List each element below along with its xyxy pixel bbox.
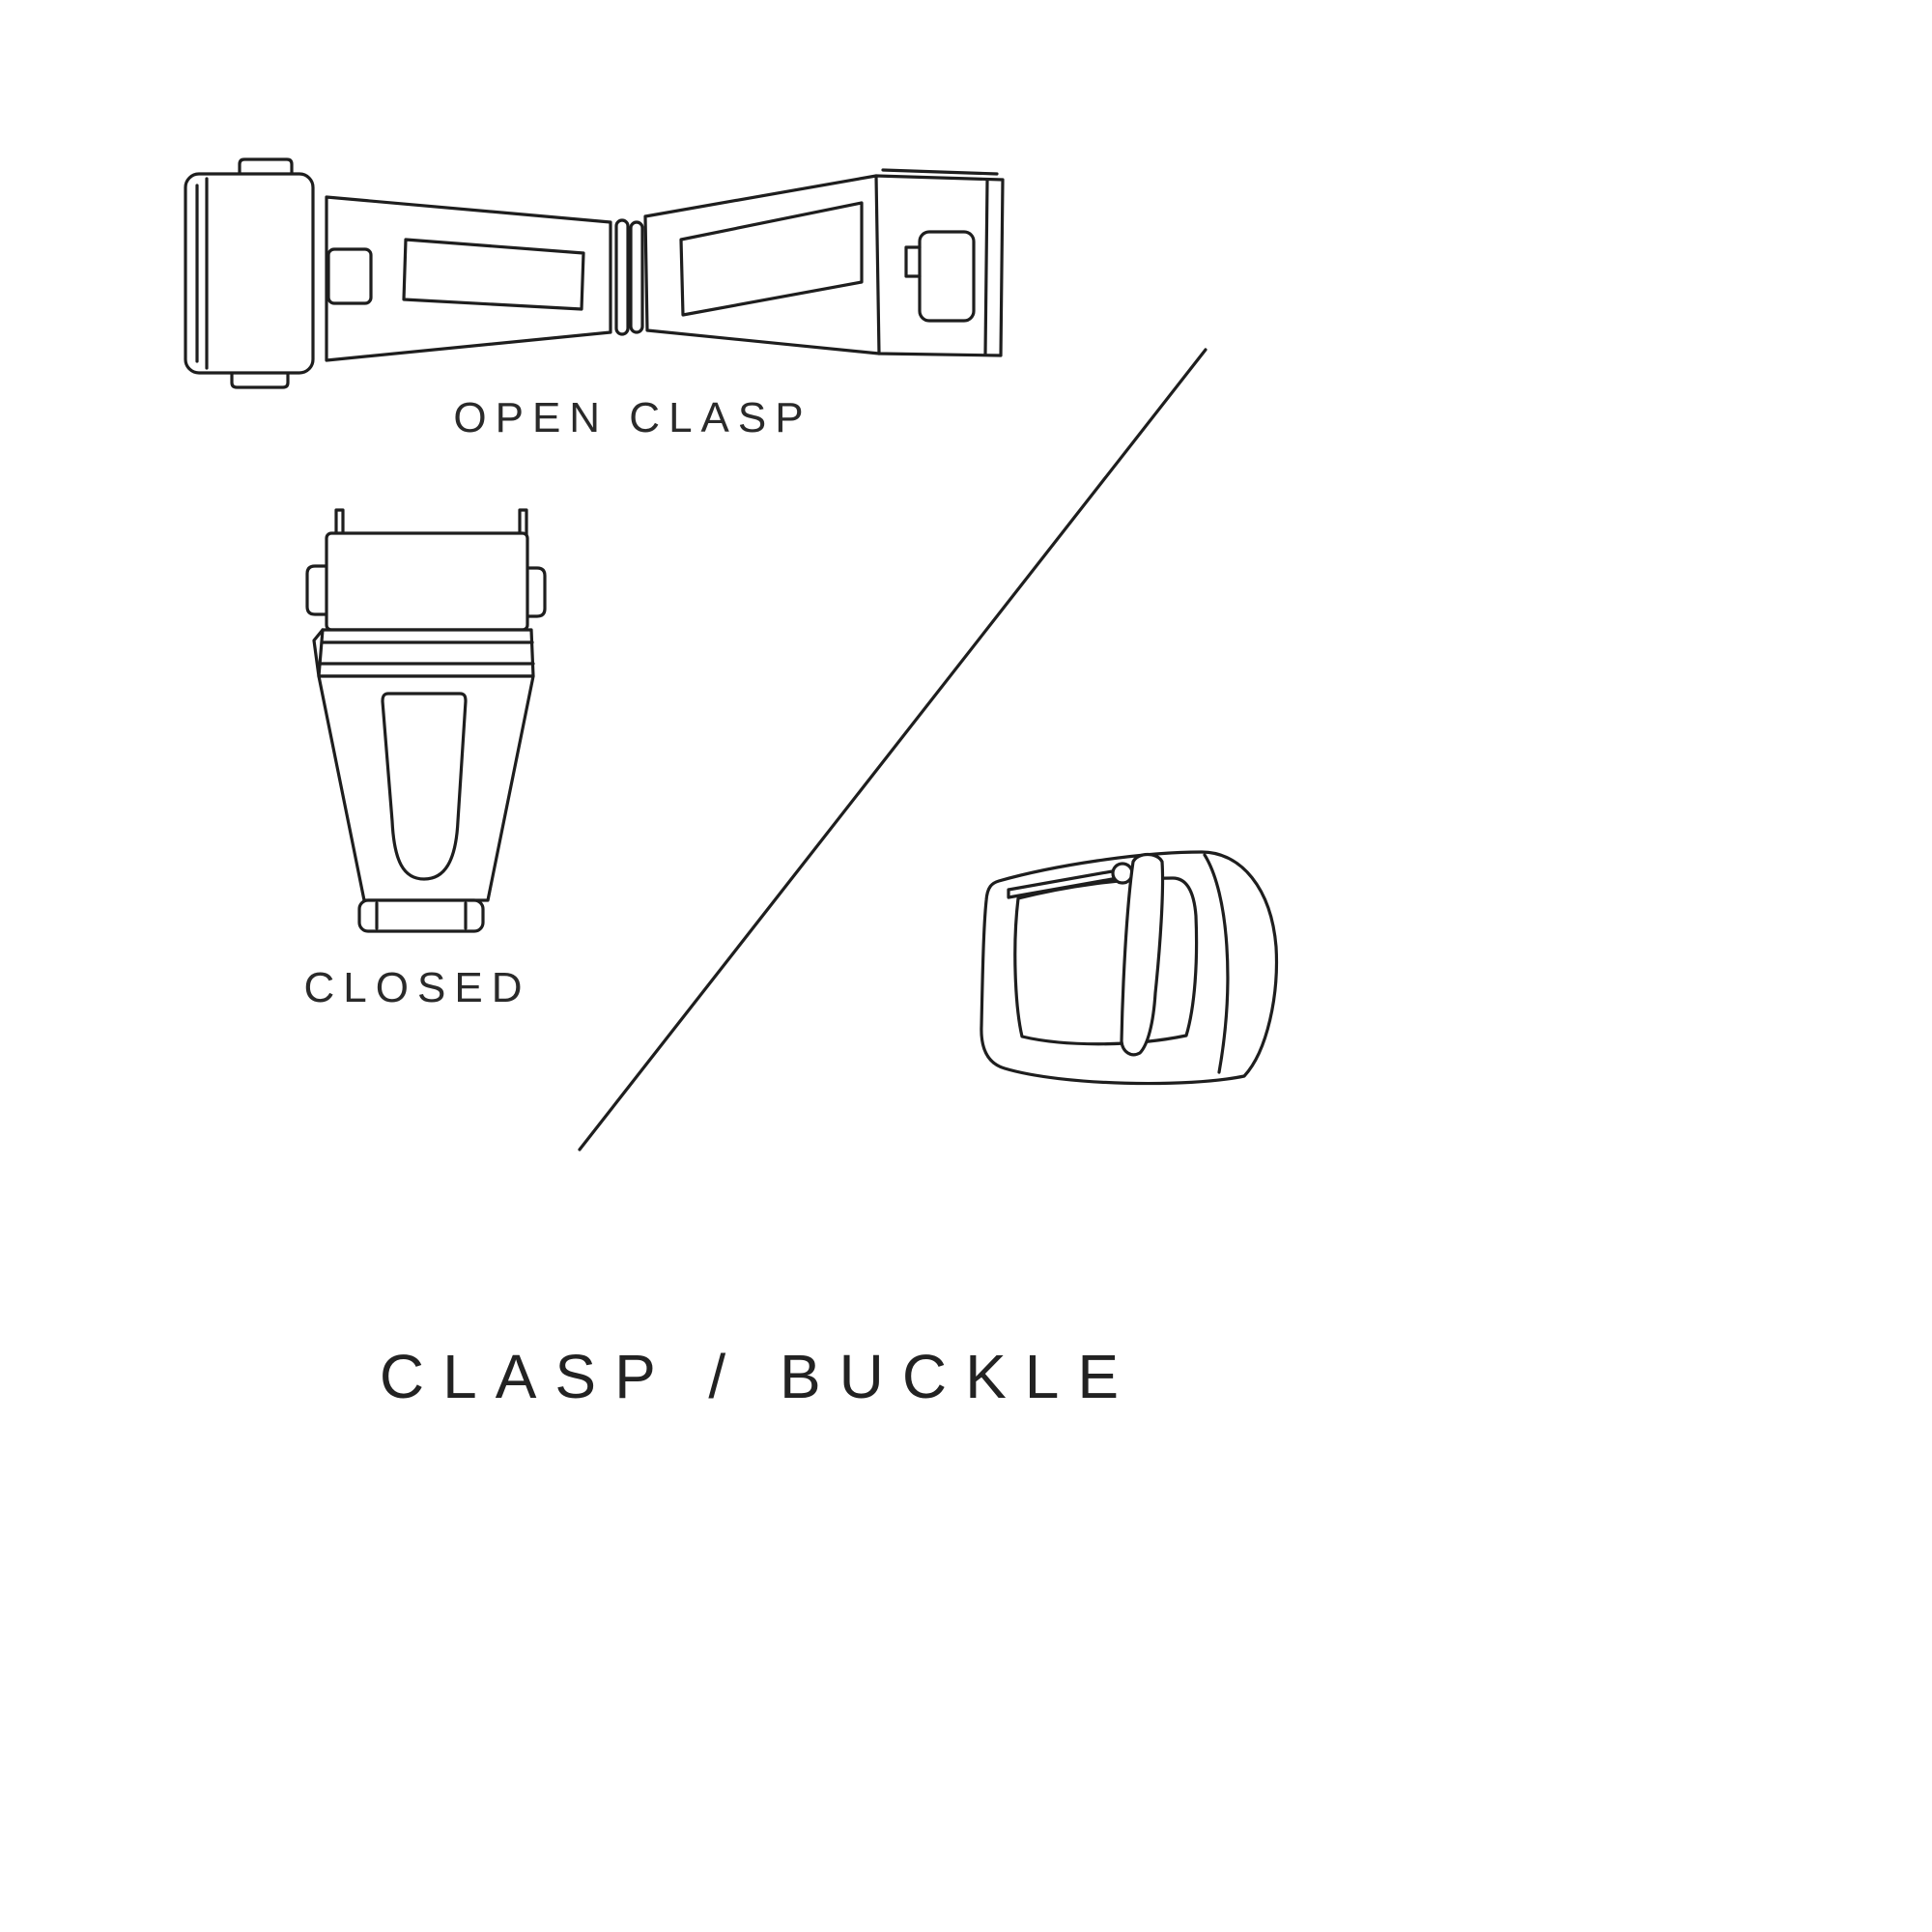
- divider-line: [578, 348, 1208, 1151]
- open-clasp-hinge: [614, 218, 644, 336]
- closed-clasp-base: [357, 898, 485, 933]
- closed-clasp-prongs: [334, 508, 528, 537]
- open-clasp-left-endpiece: [184, 157, 315, 389]
- closed-clasp-illustration: [305, 508, 547, 933]
- buckle-tongue: [1007, 852, 1165, 1057]
- closed-clasp-label: CLOSED: [303, 964, 531, 1011]
- open-clasp-label: OPEN CLASP: [453, 394, 812, 441]
- open-clasp-right-arm: [643, 168, 1005, 357]
- open-clasp-left-arm: [325, 195, 612, 362]
- closed-clasp-band: [312, 628, 535, 678]
- open-clasp-illustration: [184, 157, 1005, 389]
- buckle-illustration: [980, 850, 1279, 1086]
- page-title: CLASP / BUCKLE: [379, 1342, 1138, 1411]
- closed-clasp-cover: [305, 531, 547, 632]
- closed-clasp-body: [317, 674, 535, 902]
